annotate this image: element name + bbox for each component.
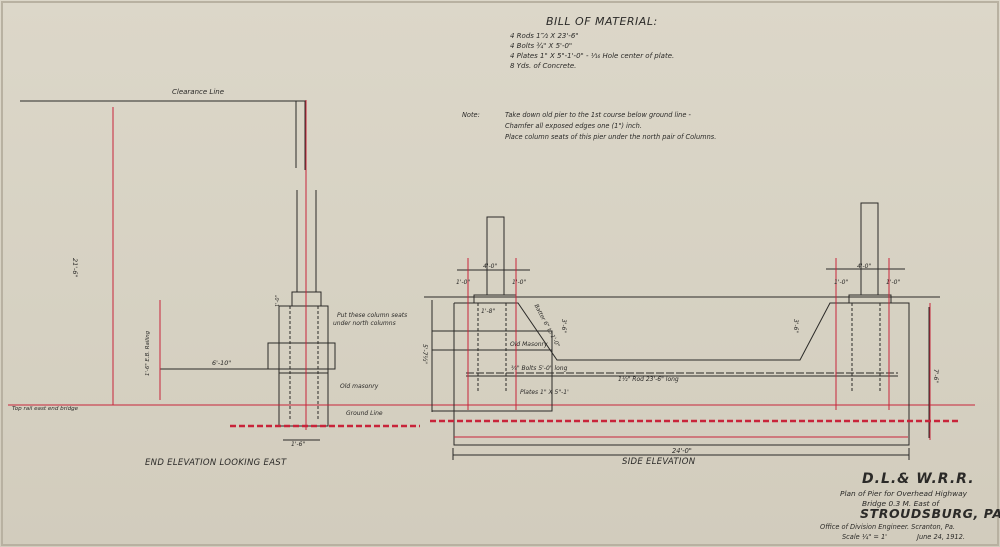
title-date: June 24, 1912. <box>917 533 965 541</box>
dim-1ft-a: 1'-0" <box>456 279 471 286</box>
old-masonry-label-end: Old masonry <box>340 383 379 390</box>
title-line-2: Bridge 0.3 M. East of <box>862 499 940 508</box>
side-elevation-caption: SIDE ELEVATION <box>622 457 696 467</box>
old-masonry-label-side: Old Masonry <box>510 341 548 348</box>
overall-dimension: 24'-0" <box>672 447 692 455</box>
bom-item-rods: 4 Rods 1‴⁄₂ X 23'-6" <box>510 32 579 40</box>
end-elevation-caption: END ELEVATION LOOKING EAST <box>145 458 287 468</box>
railing-vertical-label: 1'-6" E.B. Railing <box>145 330 151 376</box>
bill-of-material-title: BILL OF MATERIAL: <box>546 15 658 28</box>
side-column-right <box>860 202 879 296</box>
note-label: Note: <box>462 111 480 119</box>
offset-dimension: 6'-10" <box>212 359 232 367</box>
dim-5ft: 5'-7½" <box>421 344 428 365</box>
dim-1ft-8: 1'-8" <box>481 308 496 315</box>
clearance-line-label: Clearance Line <box>172 88 225 96</box>
title-town: STROUDSBURG, PA. <box>860 506 1000 521</box>
bolts-label: ¾" Bolts 5'-0" long <box>511 365 568 372</box>
end-elevation-red-lines <box>8 100 975 430</box>
side-pier-outline <box>453 302 910 446</box>
side-elevation <box>424 202 940 460</box>
column-seat-note-1: Put these column seats <box>337 312 408 319</box>
dim-1ft-d: 1'-0" <box>886 279 901 286</box>
base-dimension: 1'-6" <box>291 441 306 448</box>
dim-1ft-c: 1'-0" <box>834 279 849 286</box>
note-line-2: Chamfer all exposed edges one (1") inch. <box>505 122 642 130</box>
bom-item-bolts: 4 Bolts ¾" X 5'-0" <box>510 42 573 50</box>
plates-label: Plates 1" X 5"-1' <box>520 389 569 396</box>
old-masonry-block <box>267 342 336 370</box>
note-line-3: Place column seats of this pier under th… <box>505 133 717 141</box>
dim-4ft-left: 4'-0" <box>483 263 498 270</box>
bom-item-concrete: 8 Yds. of Concrete. <box>510 62 577 70</box>
dim-1ft-b: 1'-0" <box>512 279 527 286</box>
ground-line-label: Ground Line <box>346 410 383 417</box>
rod-label: 1½" Rod 23'-6" long <box>618 376 679 383</box>
note-line-1: Take down old pier to the 1st course bel… <box>505 111 691 119</box>
top-rail-label: Top rail east end bridge <box>12 406 79 412</box>
company-title: D.L.& W.R.R. <box>862 471 975 487</box>
side-column-left <box>486 216 505 296</box>
bom-item-plates: 4 Plates 1" X 5"-1'-0" - ¹⁄₁₆ Hole cente… <box>510 52 675 60</box>
end-pier <box>278 305 329 427</box>
clearance-line <box>20 100 306 170</box>
end-small-dimension: 1'-0" <box>275 295 281 307</box>
title-scale: Scale ¼" = 1' <box>842 533 887 541</box>
title-office: Office of Division Engineer. Scranton, P… <box>820 523 956 531</box>
dim-3ft-right: 3'-6" <box>792 319 799 334</box>
dim-7ft: 7'-6" <box>932 369 939 384</box>
dim-4ft-right: 4'-0" <box>857 263 872 270</box>
side-elevation-red-lines <box>430 258 960 440</box>
title-line-1: Plan of Pier for Overhead Highway <box>840 489 968 498</box>
column-seat-note-2: under north columns <box>333 320 396 327</box>
end-elevation <box>20 100 336 441</box>
height-dimension: 21'-6" <box>71 258 79 278</box>
dim-3ft-left: 3'-6" <box>560 319 567 334</box>
